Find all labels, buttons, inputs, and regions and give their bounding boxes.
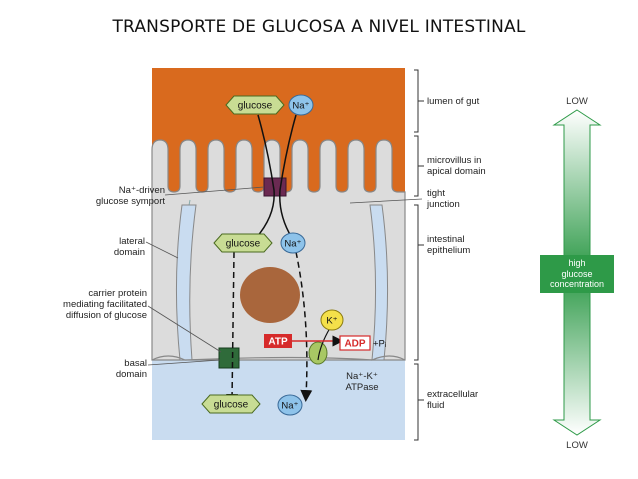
leader-lateral xyxy=(145,241,179,259)
glucose-path-out xyxy=(226,251,239,406)
adp-box: ADP xyxy=(339,335,371,351)
epithelial-cells xyxy=(151,139,406,361)
label-extracellular-fluid: extracellular fluid xyxy=(427,389,479,411)
svg-text:ATP: ATP xyxy=(268,337,288,348)
svg-text:K⁺: K⁺ xyxy=(326,316,337,327)
label-symport: Na⁺-driven glucose symport xyxy=(95,185,165,207)
label-intestinal-epithelium: intestinal epithelium xyxy=(427,234,471,256)
basal-membrane xyxy=(151,355,406,361)
glucose-path-in xyxy=(255,114,275,239)
svg-text:Na⁺: Na⁺ xyxy=(281,401,298,412)
nucleus xyxy=(240,267,300,323)
k-ion: K⁺ xyxy=(320,309,344,331)
label-basal-domain: basal domain xyxy=(115,358,147,380)
svg-text:glucose: glucose xyxy=(214,400,249,411)
extracellular-region xyxy=(152,360,405,440)
gradient-middle-label: high glucose concentration xyxy=(549,258,605,289)
k-path xyxy=(317,327,331,361)
svg-text:Na⁺: Na⁺ xyxy=(284,239,301,250)
leader-basal xyxy=(147,359,221,366)
svg-text:ADP: ADP xyxy=(344,339,365,350)
bracket-lumen xyxy=(414,69,419,133)
gradient-top-label: LOW xyxy=(566,96,588,107)
svg-text:glucose: glucose xyxy=(226,239,261,250)
label-lateral-domain: lateral domain xyxy=(113,236,145,258)
label-microvillus: microvillus in apical domain xyxy=(427,155,486,177)
na-path-out xyxy=(295,251,313,402)
label-na-k-atpase: Na⁺-K⁺ ATPase xyxy=(345,371,379,393)
glucose-hexagon-cell: glucose xyxy=(213,233,273,253)
svg-text:Na⁺: Na⁺ xyxy=(292,101,309,112)
lateral-space-right-fill xyxy=(369,204,389,361)
bracket-microvillus xyxy=(414,135,419,197)
gradient-label-box xyxy=(540,255,614,293)
atp-box: ATP xyxy=(264,334,292,348)
bracket-epithelium xyxy=(414,204,419,361)
label-lumen: lumen of gut xyxy=(427,96,480,107)
na-ion-extracellular: Na⁺ xyxy=(277,394,303,416)
leader-tight xyxy=(349,198,423,204)
carrier-protein xyxy=(218,347,240,369)
na-ion-cell: Na⁺ xyxy=(280,232,306,254)
na-ion-lumen: Na⁺ xyxy=(288,94,314,116)
glucose-hexagon-lumen: glucose xyxy=(225,95,285,115)
gradient-bottom-label: LOW xyxy=(566,440,588,451)
glucose-hexagon-extracellular: glucose xyxy=(201,394,261,414)
leader-symport xyxy=(164,186,265,196)
phosphate-label: +Pᵢ xyxy=(373,339,387,350)
symport-protein xyxy=(263,177,287,197)
label-tight-junction: tight junction xyxy=(427,188,460,210)
svg-text:glucose: glucose xyxy=(238,101,273,112)
label-carrier-protein: carrier protein mediating facilitated di… xyxy=(63,288,147,321)
na-path-in xyxy=(279,114,297,239)
page-title: TRANSPORTE DE GLUCOSA A NIVEL INTESTINAL xyxy=(112,17,526,37)
bracket-extracellular xyxy=(414,363,419,441)
leader-carrier xyxy=(147,305,222,353)
na-k-atpase-pump xyxy=(308,341,328,365)
